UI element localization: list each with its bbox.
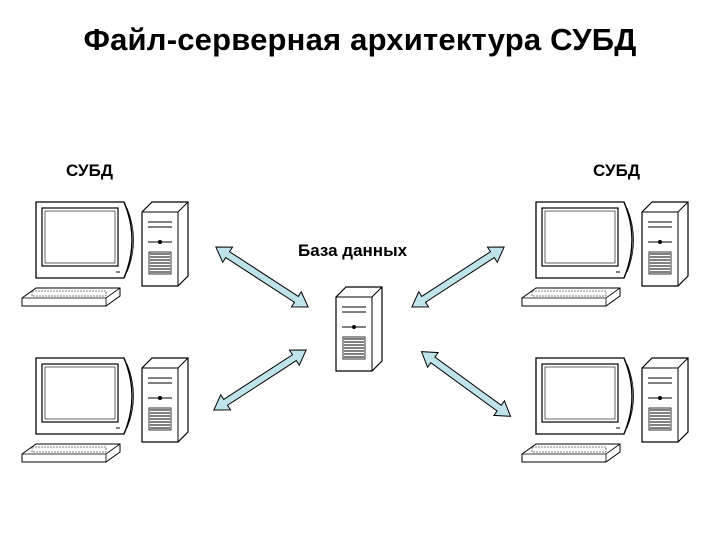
- client-workstation-bottom-left: [21, 357, 189, 463]
- diagram-title: Файл-серверная архитектура СУБД: [83, 22, 637, 57]
- connection-arrow-bottom-right: [415, 343, 517, 425]
- database-label: База данных: [298, 241, 408, 260]
- client-workstation-top-right: [521, 201, 689, 307]
- connection-arrow-bottom-left: [208, 341, 312, 419]
- client-workstation-bottom-right: [521, 357, 689, 463]
- dbms-label-top-left: СУБД: [66, 161, 113, 180]
- connection-arrow-top-left: [210, 238, 314, 316]
- client-workstation-top-left: [21, 201, 189, 307]
- connection-arrow-top-right: [406, 238, 510, 316]
- file-server: [335, 286, 383, 372]
- dbms-label-top-right: СУБД: [593, 161, 640, 180]
